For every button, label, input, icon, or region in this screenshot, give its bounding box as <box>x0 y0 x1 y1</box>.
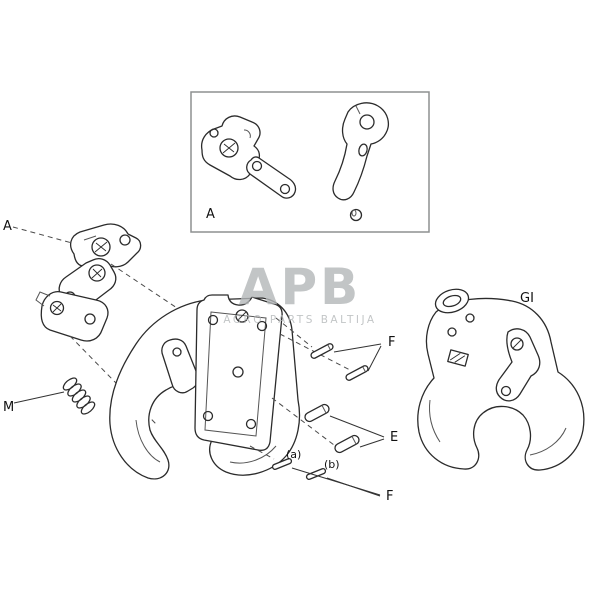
pin-detail <box>349 208 363 222</box>
watermark-tagline: AGRO PARTS BALTIJA <box>223 314 376 326</box>
pin-a-label: (a) <box>286 448 301 461</box>
shackle-eye <box>434 288 470 314</box>
wear-plate-mark <box>447 349 469 367</box>
pin-f1 <box>310 343 334 359</box>
upper-pins: F <box>310 335 395 381</box>
hook-latch-lever <box>161 338 199 394</box>
hook-latch-part <box>332 102 389 222</box>
pin-b <box>305 468 327 480</box>
sleeve-pins: E <box>304 403 398 454</box>
assembled-hook-label: GI <box>520 291 534 306</box>
spring-label: M <box>3 400 14 415</box>
detail-box: A <box>190 91 430 233</box>
assembled-hook: GI <box>417 288 585 471</box>
assembled-latch <box>495 328 541 402</box>
sleeve-e1 <box>304 403 330 423</box>
detail-box-label: A <box>206 207 215 222</box>
latch-assembly-label: A <box>3 219 12 234</box>
detail-box-frame <box>190 91 430 233</box>
cam-latch-part <box>200 115 261 181</box>
mounting-plate <box>194 294 283 451</box>
upper-pins-label: F <box>388 335 395 350</box>
sleeve-e2 <box>334 434 360 454</box>
pin-a <box>271 458 293 470</box>
latch-assembly: A <box>3 219 199 427</box>
link-plate-part <box>246 156 297 199</box>
assembly-leader-dashed <box>12 226 73 244</box>
lower-pins-label: F <box>386 489 393 504</box>
watermark: APB AGRO PARTS BALTIJA <box>223 258 376 326</box>
lower-pins: (a) (b) F <box>271 448 393 504</box>
spring-leader <box>13 391 65 404</box>
pin-b-label: (b) <box>324 458 340 471</box>
sleeves-label: E <box>390 430 398 445</box>
watermark-logo-text: APB <box>239 258 361 316</box>
spring-part: M <box>3 377 96 415</box>
center-hook <box>109 294 351 480</box>
pin-f2 <box>345 365 369 381</box>
